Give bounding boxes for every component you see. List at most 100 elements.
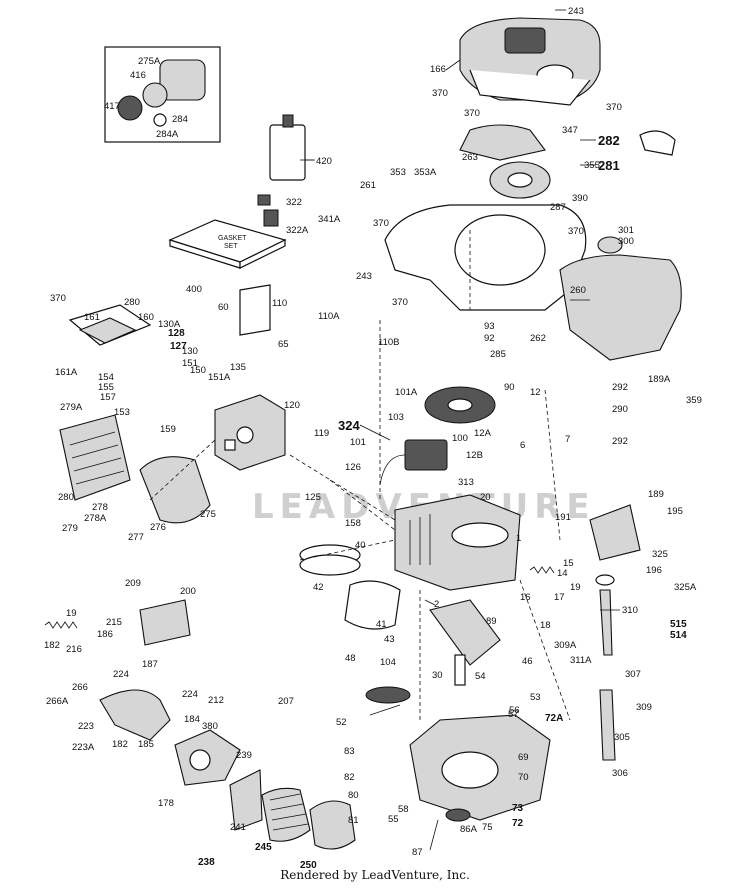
callout: 400	[186, 284, 202, 295]
callout: 238	[198, 857, 215, 868]
callout: 370	[373, 218, 389, 229]
callout: 276	[150, 522, 166, 533]
callout: 284	[172, 114, 188, 125]
callout: 40	[355, 540, 366, 551]
callout: 212	[208, 695, 224, 706]
callout: 189A	[648, 374, 671, 385]
intake-elbow	[99, 689, 171, 741]
callout: 100	[452, 433, 468, 444]
air-filter-cover	[309, 800, 356, 850]
callout: 420	[316, 156, 332, 167]
callout: 101A	[395, 387, 418, 398]
callout: 130	[182, 346, 198, 357]
callout-labels: 243 166 370 370 370 347 282 281 263 355 …	[44, 6, 702, 871]
flywheel	[424, 386, 496, 424]
callout: 184	[184, 714, 200, 725]
callout: 322	[286, 197, 302, 208]
callout: 245	[255, 842, 272, 853]
callout: 292	[612, 382, 628, 393]
callout: 279	[62, 523, 78, 534]
callout: 161	[84, 312, 100, 323]
callout: 359	[686, 395, 702, 406]
callout: 126	[345, 462, 361, 473]
callout: 353A	[414, 167, 437, 178]
callout: 310	[622, 605, 638, 616]
spring-19	[529, 566, 555, 574]
callout: 89	[486, 616, 497, 627]
callout: 14	[557, 568, 568, 579]
callout: 275A	[138, 56, 161, 67]
callout: 101	[350, 437, 366, 448]
callout: 309	[636, 702, 652, 713]
callout: 215	[106, 617, 122, 628]
callout: 110	[272, 298, 287, 309]
callout: 243	[568, 6, 584, 17]
governor-spring	[44, 621, 78, 629]
callout: 86A	[460, 824, 478, 835]
callout: 300	[618, 236, 634, 247]
gasket-set-line1: GASKET	[218, 235, 247, 242]
callout: 135	[230, 362, 246, 373]
air-cleaner-base	[229, 769, 263, 831]
callout: 92	[484, 333, 495, 344]
callout: 81	[348, 815, 359, 826]
callout: 325A	[674, 582, 697, 593]
piston	[344, 580, 401, 630]
callout: 178	[158, 798, 174, 809]
muffler	[139, 456, 211, 524]
part-322	[257, 194, 271, 206]
callout: 82	[344, 772, 355, 783]
callout: 55	[388, 814, 399, 825]
callout: 287	[550, 202, 566, 213]
engine-block	[394, 494, 521, 591]
callout: 515	[670, 619, 687, 630]
callout: 307	[625, 669, 641, 680]
callout: 182	[44, 640, 60, 651]
callout: 93	[484, 321, 495, 332]
callout: 416	[130, 70, 146, 81]
callout: 325	[652, 549, 668, 560]
callout: 290	[612, 404, 628, 415]
callout: 161A	[55, 367, 78, 378]
callout: 125	[305, 492, 321, 503]
callout: 20	[480, 492, 491, 503]
callout: 15	[563, 558, 574, 569]
fuel-tank	[559, 130, 682, 361]
callout: 306	[612, 768, 628, 779]
callout: 324	[338, 418, 360, 433]
callout: 12	[530, 387, 541, 398]
callout: 243	[356, 271, 372, 282]
callout: 155	[98, 382, 114, 393]
callout: 127	[170, 341, 187, 352]
callout: 187	[142, 659, 158, 670]
callout: 241	[230, 822, 246, 833]
callout: 120	[284, 400, 300, 411]
callout: 185	[138, 739, 154, 750]
callout: 370	[606, 102, 622, 113]
callout: 157	[100, 392, 116, 403]
intake-assembly	[68, 284, 271, 346]
callout: 104	[380, 657, 396, 668]
callout: 128	[168, 328, 185, 339]
oil-bottle	[269, 114, 313, 181]
callout: 224	[113, 669, 129, 680]
callout: 2	[434, 599, 439, 610]
callout: 341A	[318, 214, 341, 225]
callout: 153	[114, 407, 130, 418]
governor-bracket	[589, 504, 641, 561]
callout: 130A	[158, 319, 181, 330]
crankshaft	[429, 599, 501, 686]
callout: 417	[104, 101, 120, 112]
callout: 284A	[156, 129, 179, 140]
callout: 19	[570, 582, 581, 593]
callout: 261	[360, 180, 376, 191]
callout: 280	[124, 297, 140, 308]
blower-housing	[384, 124, 587, 311]
callout: 119	[314, 428, 329, 439]
callout: 19	[66, 608, 77, 619]
callout: 73	[512, 803, 524, 814]
dipstick-tube	[599, 589, 613, 656]
part-322A	[263, 209, 279, 227]
callout: 70	[518, 772, 529, 783]
callout: 54	[475, 671, 486, 682]
